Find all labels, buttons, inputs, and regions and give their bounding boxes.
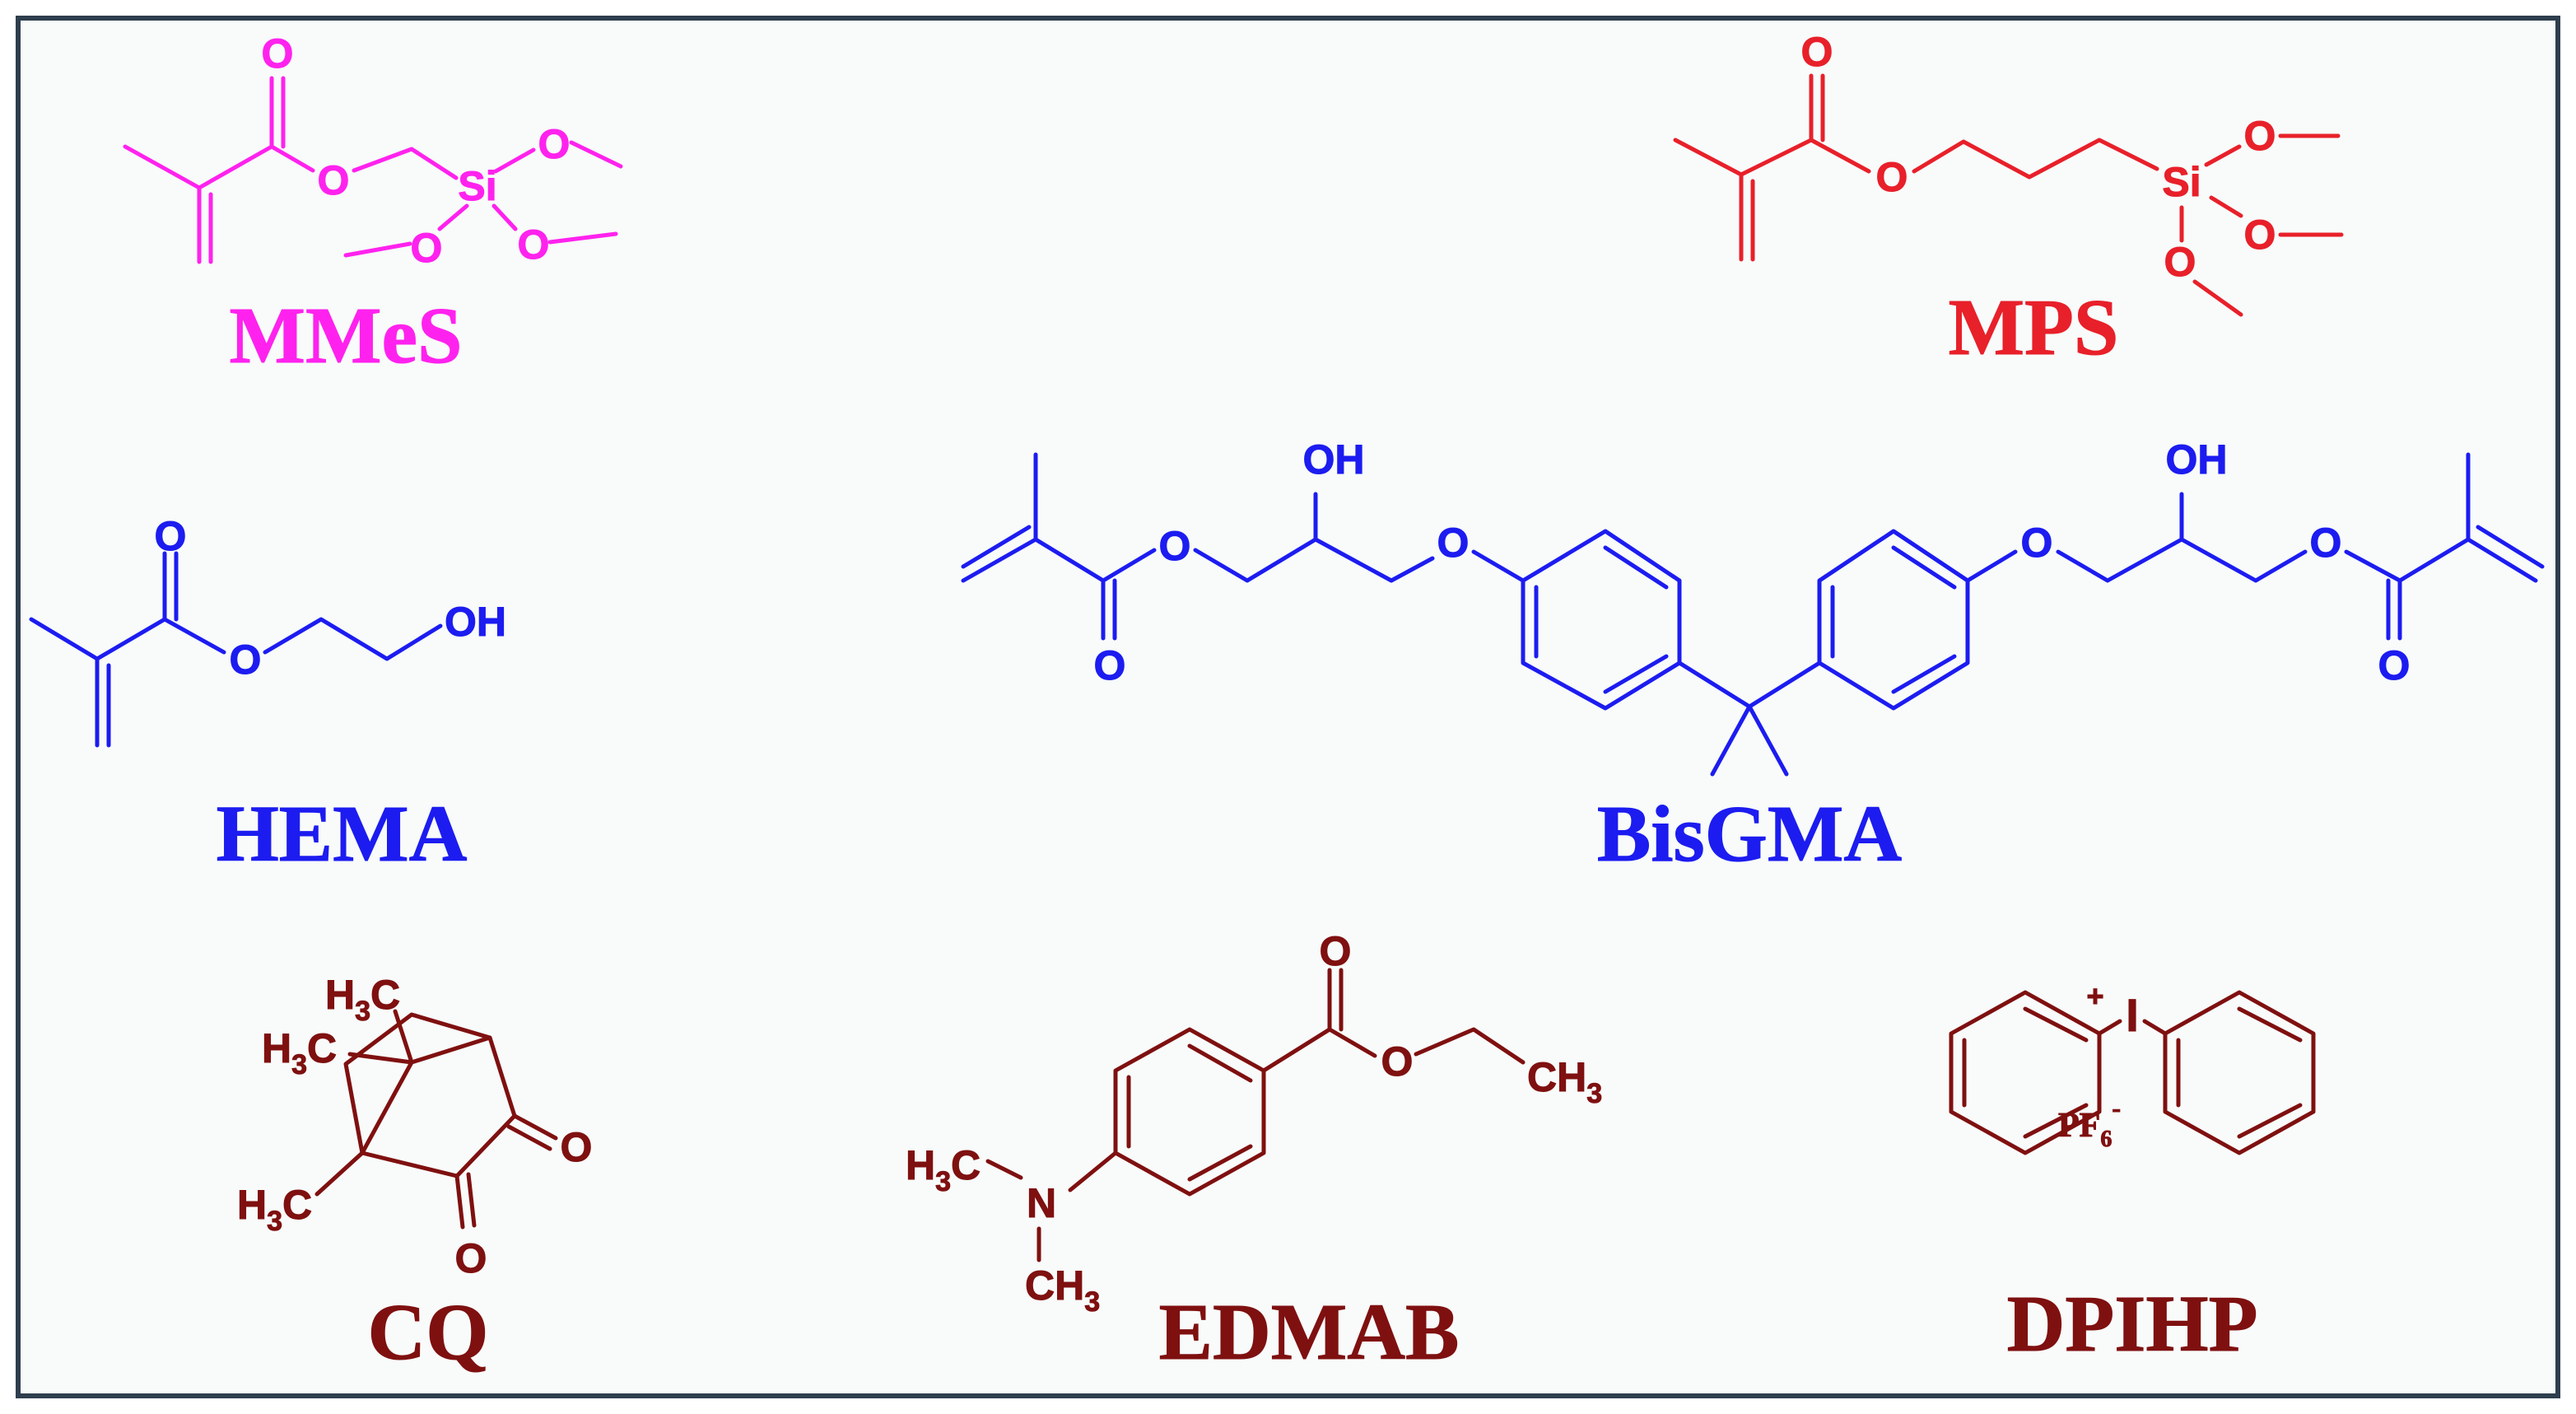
- bisgma-label: BisGMA: [1597, 790, 1902, 879]
- edmab-nitrogen: N: [1027, 1180, 1056, 1226]
- edmab-carbonyl-o: O: [1320, 928, 1352, 974]
- bisgma-left-ester-o: O: [1159, 523, 1191, 569]
- mps-si-atom: Si: [2162, 159, 2201, 205]
- mps-carbonyl-o: O: [1801, 29, 1833, 75]
- mps-bonds: [1673, 73, 2344, 317]
- molecule-edmab: O O CH3 N H3C CH3 EDMAB: [906, 928, 1603, 1378]
- bisgma-right-ester-o: O: [2310, 520, 2342, 566]
- mps-label: MPS: [1949, 283, 2119, 372]
- hema-bonds: [29, 551, 443, 748]
- mmes-carbonyl-o: O: [262, 30, 294, 77]
- dpihp-charge-plus: +: [2086, 979, 2103, 1013]
- cq-ketone-o-bottom: O: [455, 1235, 487, 1281]
- hema-ester-o: O: [230, 637, 262, 683]
- edmab-h3c-left: H3C: [906, 1142, 981, 1197]
- edmab-ch3-bottom: CH3: [1025, 1262, 1100, 1318]
- cq-ketone-o-right: O: [561, 1124, 593, 1170]
- molecule-hema: O O OH HEMA: [29, 513, 507, 880]
- mmes-o-lower-right: O: [518, 222, 550, 268]
- dpihp-bonds: [1949, 990, 2316, 1155]
- molecule-cq: H3C H3C H3C O O CQ: [237, 972, 593, 1378]
- bisgma-right-carbonyl-o: O: [2378, 642, 2411, 688]
- hema-label: HEMA: [217, 790, 468, 879]
- dpihp-iodine: I: [2126, 989, 2139, 1041]
- edmab-ester-o: O: [1381, 1038, 1414, 1085]
- cq-h3c-middle: H3C: [262, 1025, 337, 1080]
- mps-o-lower: O: [2164, 239, 2196, 285]
- mps-o-upper: O: [2244, 113, 2276, 159]
- mmes-ester-o: O: [318, 157, 350, 203]
- edmab-bonds: [985, 968, 1526, 1262]
- bisgma-left-hydroxyl: OH: [1303, 436, 1365, 483]
- hema-hydroxyl: OH: [445, 599, 506, 645]
- bisgma-right-hydroxyl: OH: [2166, 436, 2228, 483]
- mmes-label: MMeS: [230, 292, 463, 380]
- molecule-mps: O O Si O O O MPS: [1673, 29, 2344, 373]
- cq-h3c-top: H3C: [325, 972, 400, 1027]
- edmab-label: EDMAB: [1159, 1288, 1460, 1377]
- hema-carbonyl-o: O: [155, 513, 187, 559]
- molecule-mmes: O O Si O O O MMeS: [123, 30, 623, 381]
- mps-o-right: O: [2244, 212, 2276, 258]
- cq-bonds: [314, 1009, 558, 1230]
- molecule-dpihp: + I PF6- DPIHP: [1949, 979, 2316, 1370]
- dpihp-label: DPIHP: [2007, 1280, 2258, 1369]
- bisgma-bonds: [961, 452, 2545, 777]
- mmes-o-lower-left: O: [411, 225, 443, 271]
- mmes-o-upper: O: [538, 121, 571, 167]
- edmab-ethyl-ch3: CH3: [1527, 1054, 1602, 1109]
- molecule-bisgma: O O OH O O OH O O BisGMA: [961, 436, 2545, 880]
- bisgma-right-ether-o: O: [2021, 520, 2053, 566]
- cq-h3c-bottom: H3C: [237, 1182, 312, 1237]
- bisgma-left-carbonyl-o: O: [1094, 642, 1126, 688]
- mmes-bonds: [123, 76, 623, 264]
- mps-ester-o: O: [1876, 154, 1908, 200]
- dpihp-counter-ion: PF6-: [2058, 1093, 2121, 1152]
- mmes-si-atom: Si: [458, 163, 496, 209]
- bisgma-left-ether-o: O: [1437, 520, 1470, 566]
- cq-label: CQ: [368, 1288, 489, 1377]
- figure-frame: [16, 16, 2560, 1398]
